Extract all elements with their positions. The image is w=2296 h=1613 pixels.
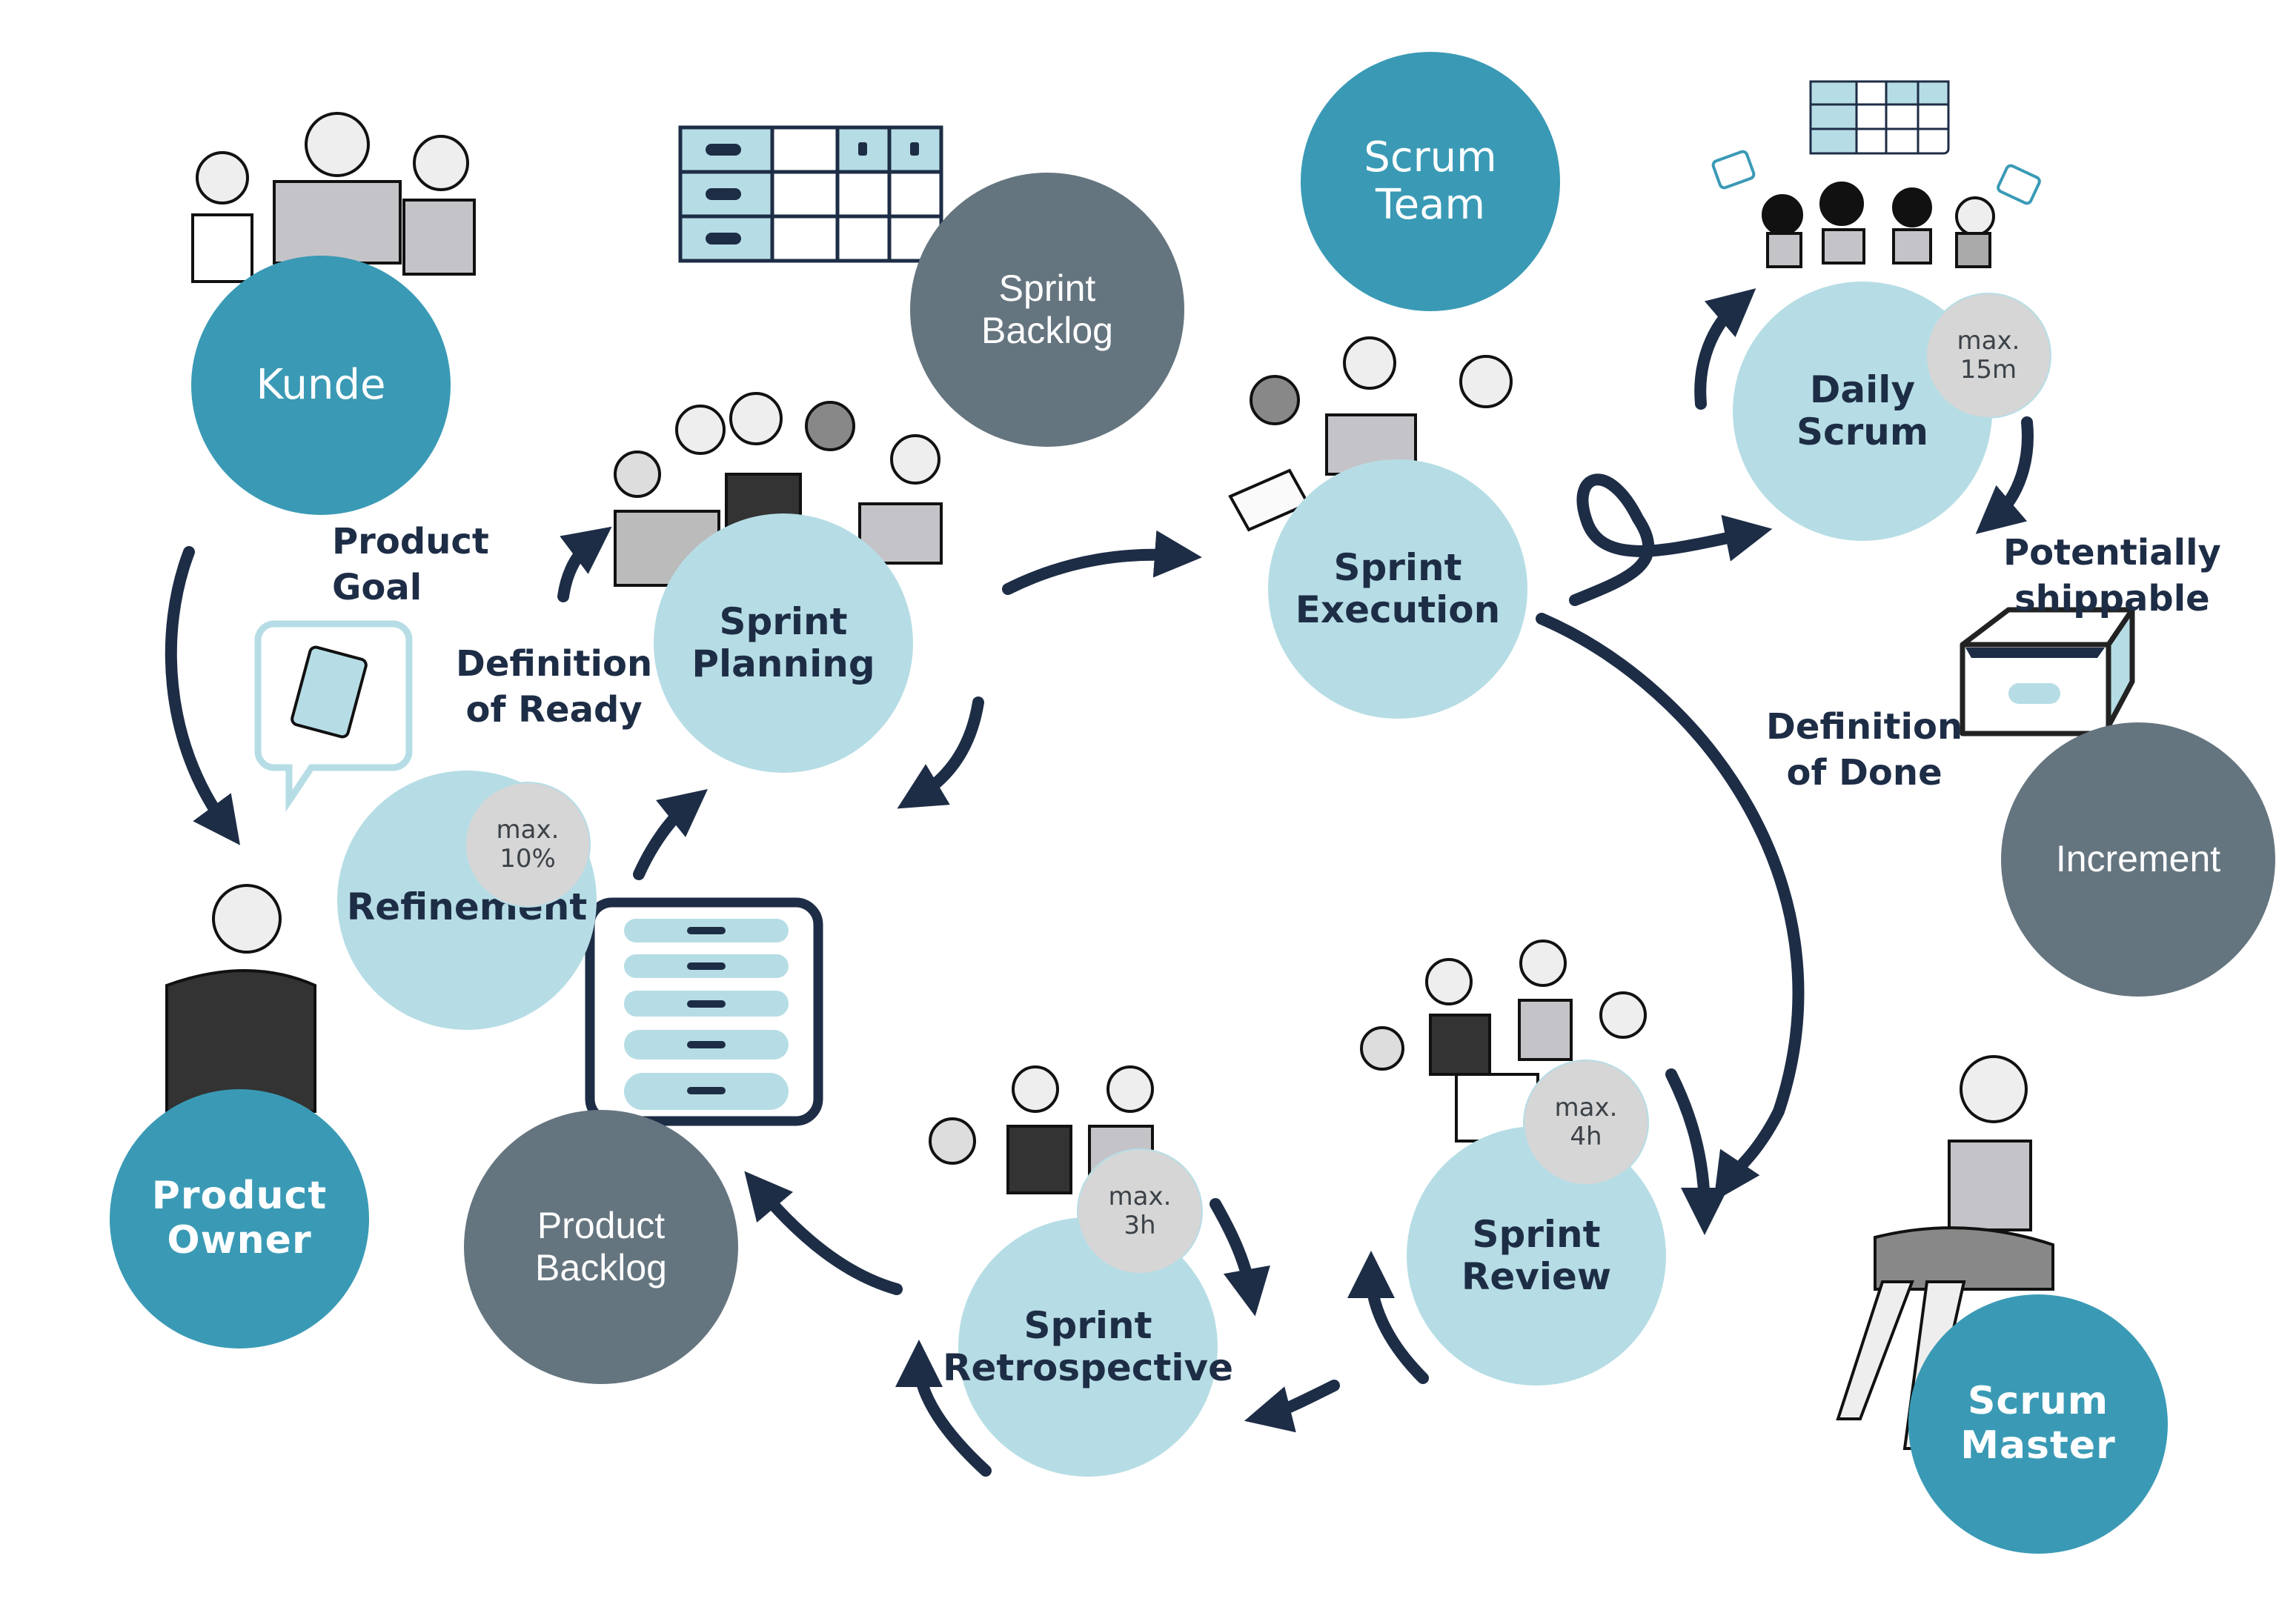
- arrow-retro-left: [895, 1340, 992, 1477]
- review-team-illustration: [1360, 939, 1647, 1143]
- label-potentially-shippable: Potentially shippable: [2003, 532, 2221, 620]
- timebox-refinement-badge: max. 10%: [465, 782, 591, 908]
- task-board-icon: [678, 125, 943, 263]
- event-daily-scrum-label: Daily Scrum: [1796, 368, 1928, 453]
- daily-task-board-icon: [1809, 80, 1950, 155]
- event-sprint-review-label: Sprint Review: [1461, 1212, 1612, 1298]
- arrow-planning-to-refinement: [897, 696, 984, 809]
- arrow-daily-up: [1694, 288, 1756, 410]
- timebox-sprint-review-text: max. 4h: [1554, 1092, 1618, 1151]
- role-scrum-master: Scrum Master: [1908, 1294, 2168, 1554]
- arrow-loop-to-daily: [1569, 473, 1773, 606]
- role-kunde-label: Kunde: [256, 360, 386, 409]
- arrow-daily-down: [1975, 416, 2034, 534]
- artifact-product-backlog: Product Backlog: [464, 1110, 738, 1384]
- product-owner-illustration: [165, 884, 316, 1113]
- role-kunde: Kunde: [191, 256, 451, 515]
- arrow-review-to-retro: [1244, 1380, 1340, 1433]
- arrow-review-right: [1665, 1068, 1728, 1235]
- role-product-owner: Product Owner: [110, 1089, 369, 1348]
- arrow-execution-to-review: [1536, 613, 1805, 1202]
- role-scrum-team-label: Scrum Team: [1364, 133, 1497, 229]
- timebox-sprint-retrospective-badge: max. 3h: [1077, 1148, 1203, 1274]
- label-product-goal: Product Goal: [332, 521, 489, 609]
- arrow-kunde-to-po: [165, 546, 241, 845]
- role-scrum-team: Scrum Team: [1301, 52, 1560, 311]
- tablet-speech-bubble-icon: [254, 620, 413, 812]
- backlog-list-icon: [585, 897, 823, 1126]
- event-sprint-execution: Sprint Execution: [1268, 459, 1527, 719]
- event-sprint-planning-label: Sprint Planning: [691, 599, 875, 685]
- arrow-backlog-to-planning: [633, 789, 708, 880]
- event-sprint-execution-label: Sprint Execution: [1295, 545, 1501, 631]
- timebox-refinement-text: max. 10%: [496, 814, 560, 874]
- shipping-box-icon: [1960, 607, 2135, 736]
- role-scrum-master-label: Scrum Master: [1960, 1379, 2116, 1468]
- daily-team-illustration: [1762, 182, 1995, 268]
- label-definition-of-done: Definition of Done: [1766, 706, 1963, 794]
- timebox-sprint-retrospective-text: max. 3h: [1108, 1181, 1172, 1240]
- arrow-retro-right: [1210, 1198, 1270, 1317]
- event-sprint-retrospective-label: Sprint Retrospective: [943, 1303, 1233, 1389]
- label-definition-of-ready: Definition of Ready: [456, 643, 653, 731]
- artifact-product-backlog-label: Product Backlog: [535, 1204, 667, 1289]
- role-product-owner-label: Product Owner: [151, 1174, 328, 1263]
- arrow-retro-to-backlog: [744, 1171, 903, 1295]
- timebox-daily-scrum-text: max. 15m: [1957, 325, 2020, 385]
- execution-team-illustration: [1228, 336, 1513, 532]
- artifact-sprint-backlog-label: Sprint Backlog: [981, 267, 1113, 352]
- event-sprint-planning: Sprint Planning: [654, 513, 913, 773]
- arrow-planning-to-execution: [1002, 530, 1202, 595]
- arrow-review-left: [1347, 1251, 1429, 1384]
- chat-bubble-icon: [1711, 150, 2041, 205]
- arrow-dor-to-planning: [557, 526, 612, 602]
- timebox-sprint-review-badge: max. 4h: [1523, 1060, 1649, 1185]
- artifact-increment: Increment: [2001, 722, 2275, 997]
- artifact-sprint-backlog: Sprint Backlog: [910, 173, 1184, 447]
- customers-illustration: [191, 112, 476, 283]
- artifact-increment-label: Increment: [2055, 838, 2221, 880]
- timebox-daily-scrum-badge: max. 15m: [1925, 293, 2051, 419]
